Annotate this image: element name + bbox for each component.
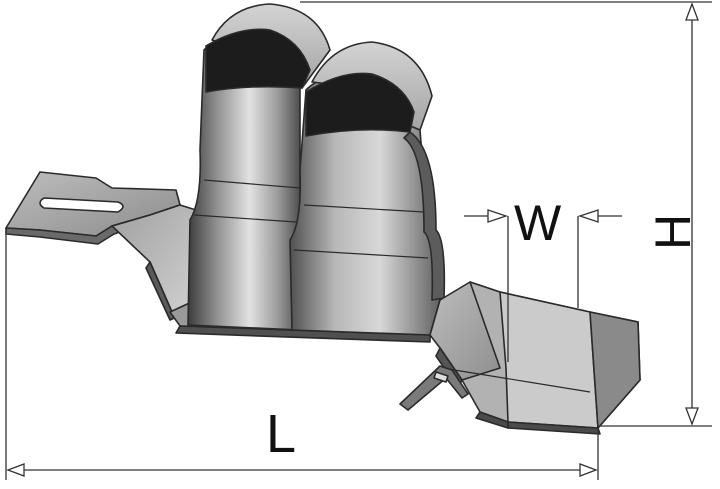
width-dimension	[464, 209, 622, 362]
rear-clip	[187, 3, 331, 331]
descending-strip	[111, 204, 197, 321]
rear-clip-inner	[205, 28, 311, 93]
length-dimension	[5, 232, 599, 480]
clamp-part	[5, 3, 641, 435]
front-clip-side-ring	[403, 131, 446, 301]
width-arrow-left	[487, 209, 509, 223]
length-arrow-left	[6, 463, 25, 477]
front-clip	[289, 41, 446, 336]
height-arrow-bottom	[685, 407, 699, 426]
front-clip-inner	[305, 72, 415, 137]
mounting-slot	[39, 197, 124, 213]
dimension-lines	[5, 1, 712, 480]
width-label: W	[514, 195, 562, 251]
spring-contact-plate	[441, 281, 641, 435]
length-label: L	[266, 404, 296, 464]
height-label: H	[645, 214, 701, 250]
height-arrow-top	[685, 2, 699, 21]
left-mounting-tab	[5, 171, 181, 245]
height-dimension	[300, 1, 712, 427]
width-arrow-right	[577, 209, 599, 223]
length-arrow-right	[579, 463, 598, 477]
contact-prong	[399, 365, 469, 411]
